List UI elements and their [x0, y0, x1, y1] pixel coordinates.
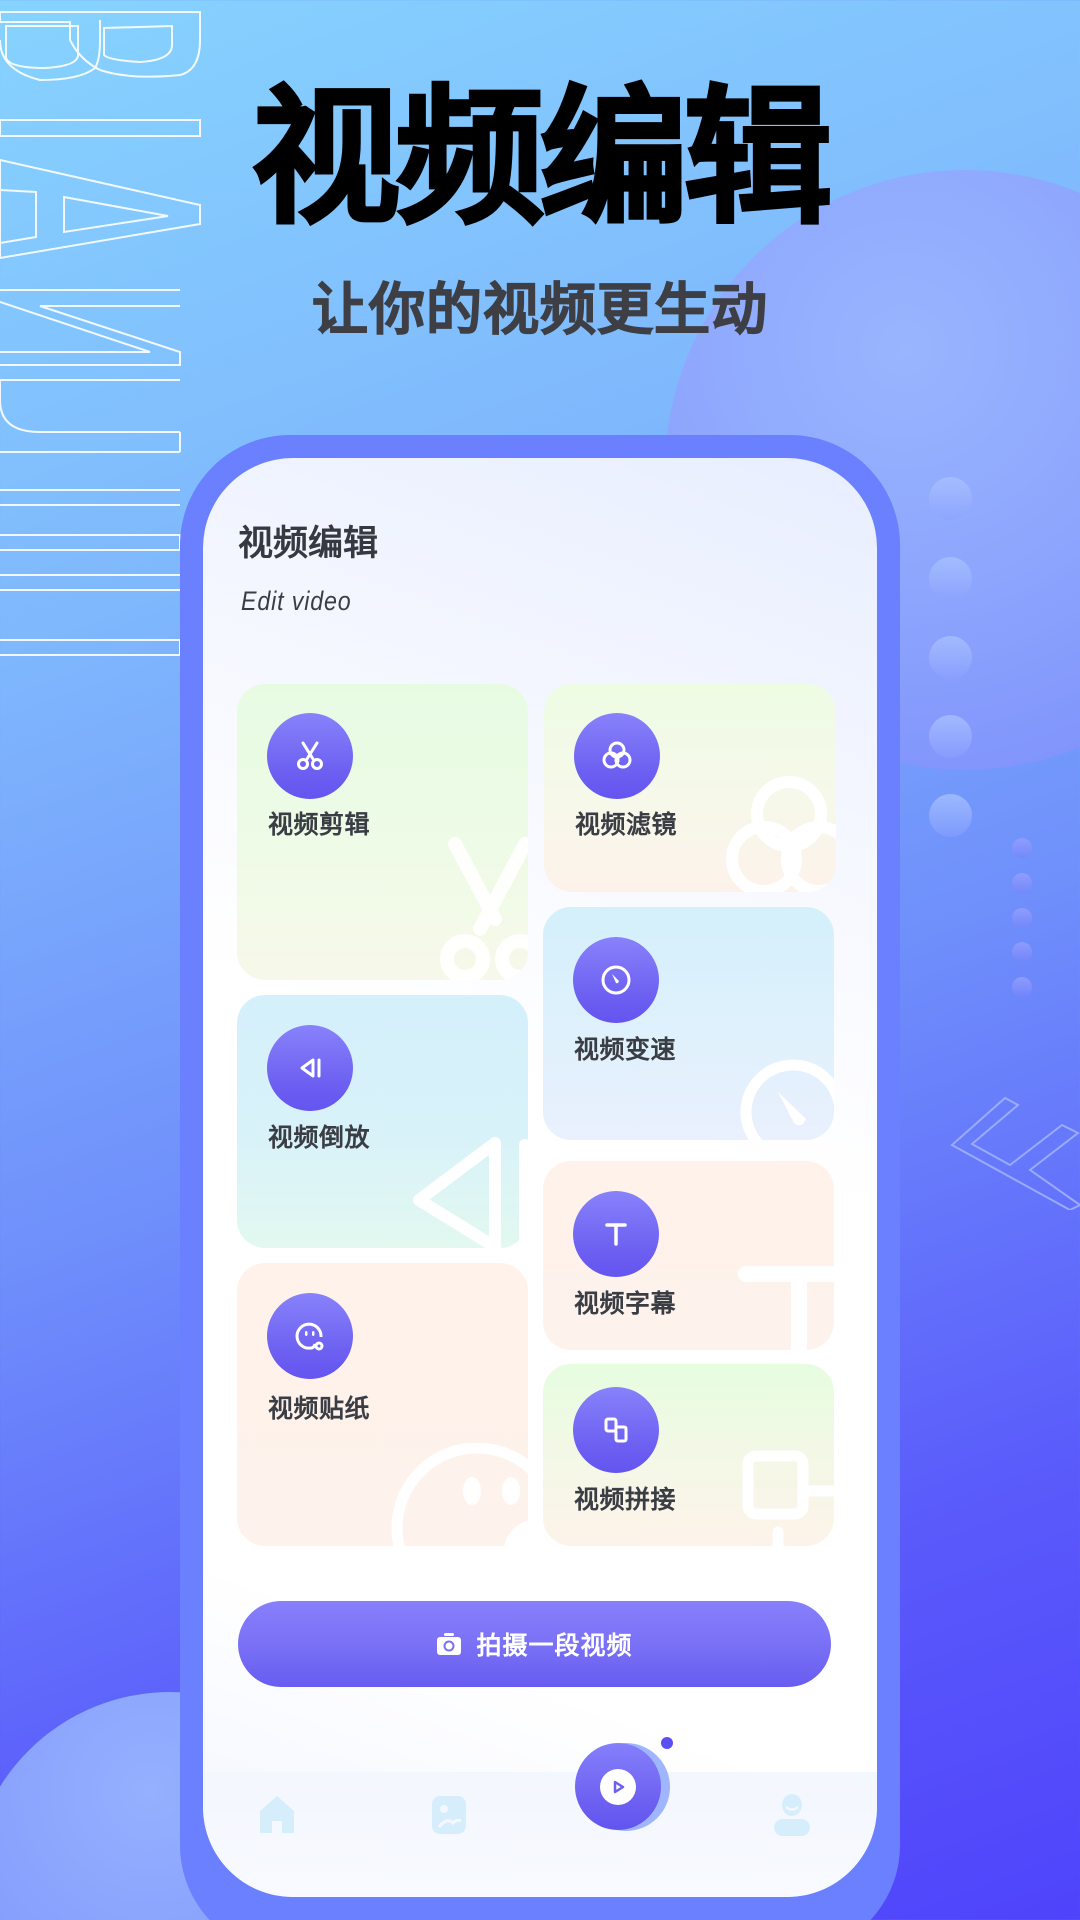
feature-card-filter[interactable]: 视频滤镜 — [544, 684, 836, 892]
feature-label: 视频滤镜 — [575, 810, 678, 839]
feature-card-merge[interactable]: 视频拼接 — [543, 1364, 834, 1546]
shoot-video-label: 拍摄一段视频 — [476, 1631, 633, 1660]
user-icon — [774, 1794, 810, 1836]
rewind-watermark-icon — [413, 1137, 528, 1248]
decor-dot-small — [1012, 908, 1032, 928]
feature-card-speed[interactable]: 视频变速 — [543, 907, 834, 1140]
filter-icon — [574, 713, 660, 799]
text-icon — [573, 1191, 659, 1277]
sticker-icon — [267, 1293, 353, 1379]
screen-subtitle: Edit video — [241, 586, 352, 616]
merge-watermark-icon — [742, 1450, 834, 1546]
gallery-icon — [432, 1796, 466, 1834]
speedometer-icon — [573, 937, 659, 1023]
screen-title: 视频编辑 — [238, 524, 379, 564]
feature-card-subtitle[interactable]: 视频字幕 — [543, 1161, 834, 1350]
decor-dot — [929, 477, 972, 520]
nav-gallery[interactable] — [427, 1792, 471, 1838]
camera-icon — [437, 1633, 462, 1655]
nav-video-button[interactable] — [575, 1743, 661, 1830]
text-watermark-icon — [738, 1266, 834, 1350]
decor-dot-small — [1012, 838, 1032, 858]
speedometer-watermark-icon — [740, 1059, 834, 1140]
bottom-nav — [203, 1772, 877, 1897]
nav-home[interactable] — [255, 1792, 299, 1838]
feature-label: 视频倒放 — [268, 1123, 371, 1152]
decor-dot-small — [1012, 942, 1032, 962]
decor-dot — [929, 636, 972, 679]
merge-icon — [573, 1387, 659, 1473]
feature-label: 视频贴纸 — [268, 1394, 371, 1423]
home-icon — [260, 1796, 294, 1833]
play-icon — [600, 1768, 636, 1805]
hero-subtitle: 让你的视频更生动 — [312, 278, 768, 344]
shoot-video-button[interactable]: 拍摄一段视频 — [238, 1601, 831, 1687]
feature-label: 视频变速 — [574, 1035, 677, 1064]
feature-card-cut[interactable]: 视频剪辑 — [237, 684, 528, 980]
feature-label: 视频字幕 — [574, 1289, 677, 1318]
notification-dot — [661, 1737, 673, 1749]
hero-title: 视频编辑 — [251, 71, 834, 246]
phone-screen: 视频编辑 Edit video 视频剪辑 视频滤镜 — [203, 458, 877, 1897]
sticker-watermark-icon — [391, 1443, 528, 1546]
decor-dot — [929, 715, 972, 758]
decor-dot — [929, 557, 972, 600]
scissors-icon — [267, 713, 353, 799]
feature-label: 视频剪辑 — [268, 810, 371, 839]
feature-card-sticker[interactable]: 视频贴纸 — [237, 1263, 528, 1546]
filter-watermark-icon — [726, 776, 836, 892]
rewind-icon — [267, 1025, 353, 1111]
decor-dot-small — [1012, 977, 1032, 997]
phone-frame: 视频编辑 Edit video 视频剪辑 视频滤镜 — [180, 435, 900, 1920]
decor-outline-letter — [950, 1096, 1080, 1210]
feature-label: 视频拼接 — [574, 1485, 677, 1514]
scissors-watermark-icon — [440, 837, 528, 980]
nav-profile[interactable] — [770, 1792, 814, 1838]
decor-dot — [929, 794, 972, 837]
decor-dot-small — [1012, 873, 1032, 893]
feature-card-reverse[interactable]: 视频倒放 — [237, 995, 528, 1248]
